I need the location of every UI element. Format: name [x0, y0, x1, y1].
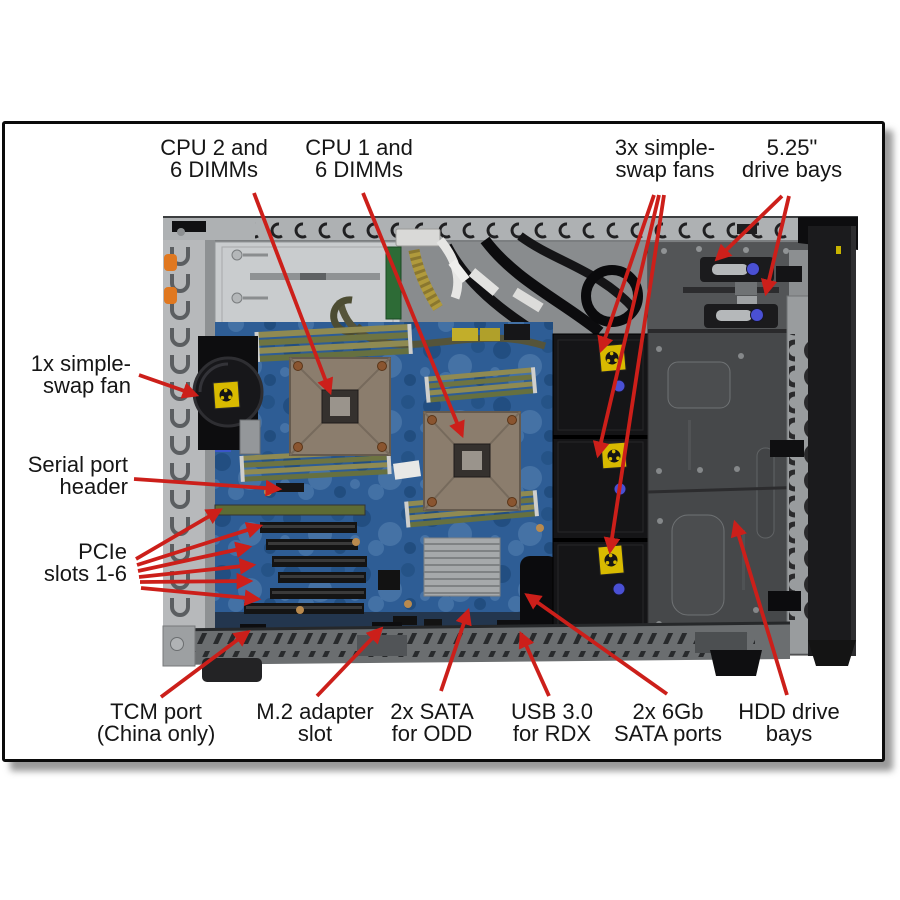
arrow-fan-top: [597, 194, 656, 354]
orange-cable-clip: [164, 254, 177, 271]
usb3-header: [424, 619, 442, 627]
arrow-pcie-2: [136, 522, 264, 567]
arrow-rear-fan: [138, 373, 200, 399]
arrow-cpu2: [252, 192, 334, 396]
serial-port-header: [276, 483, 304, 492]
arrow-bay525-2: [760, 195, 791, 297]
fan-column: [520, 333, 649, 645]
dimm-bank-cpu1-upper: [424, 367, 538, 403]
dimm-bank-cpu2-lower: [239, 448, 392, 482]
chipset-heatsink: [423, 537, 501, 597]
arrow-fan-middle: [592, 194, 661, 459]
arrow-usb3: [518, 630, 551, 697]
callout-label-cpu2: CPU 2 and 6 DIMMs: [160, 135, 268, 182]
arrow-sata-odd: [439, 607, 472, 692]
psu-bay: [214, 241, 401, 335]
callout-label-fans3: 3x simple- swap fans: [614, 135, 716, 182]
orange-cable-clip: [164, 287, 177, 304]
callout-label-bays525: 5.25" drive bays: [741, 135, 843, 182]
arrow-pcie-4: [138, 558, 257, 579]
bottom-rail: [162, 621, 791, 682]
arrow-sata6: [524, 593, 669, 696]
rail-release-button: [750, 308, 764, 322]
arrow-pcie-1: [135, 508, 223, 561]
pcie-slot-area: [214, 504, 367, 614]
rail-release-button: [746, 262, 760, 276]
callout-label-pcie: PCIe slots 1-6: [43, 539, 127, 586]
chassis-foot: [710, 650, 762, 676]
arrow-pcie-6: [140, 586, 262, 607]
callout-label-sata-odd: 2x SATA for ODD: [390, 699, 474, 746]
arrow-hdd: [730, 519, 789, 696]
rear-fan: [192, 336, 264, 455]
callout-label-m2: M.2 adapter slot: [256, 699, 374, 746]
front-bezel: [798, 217, 858, 666]
arrow-pcie-5: [139, 572, 254, 590]
callout-arrows: [133, 192, 791, 699]
callout-label-sata6: 2x 6Gb SATA ports: [613, 699, 723, 746]
arrow-cpu1: [361, 192, 465, 439]
callout-label-tcm: TCM port (China only): [96, 699, 216, 746]
fan-release-button: [612, 582, 626, 596]
callout-label-serial: Serial port header: [27, 452, 128, 499]
arrow-pcie-3: [137, 541, 253, 573]
callout-label-usb3: USB 3.0 for RDX: [511, 699, 593, 746]
fan-warning-sticker: [212, 380, 241, 410]
cable-compartment: [385, 228, 648, 343]
chassis-foot: [202, 658, 262, 682]
callout-label-cpu1: CPU 1 and 6 DIMMs: [305, 135, 413, 182]
arrow-tcm: [159, 629, 251, 699]
chassis-shell: [163, 216, 858, 632]
callout-label-fan1: 1x simple- swap fan: [30, 351, 131, 398]
arrow-bay525-1: [714, 194, 784, 262]
cpu2-heatsink: [289, 357, 391, 456]
arrow-fan-bottom: [603, 194, 666, 555]
sata-ports-odd: [393, 616, 417, 625]
callout-label-hdd: HDD drive bays: [738, 699, 840, 746]
top-vent-strip: [255, 220, 800, 242]
arrow-m2: [315, 626, 384, 698]
cpu1-heatsink: [423, 411, 521, 511]
arrow-serial: [133, 477, 283, 497]
